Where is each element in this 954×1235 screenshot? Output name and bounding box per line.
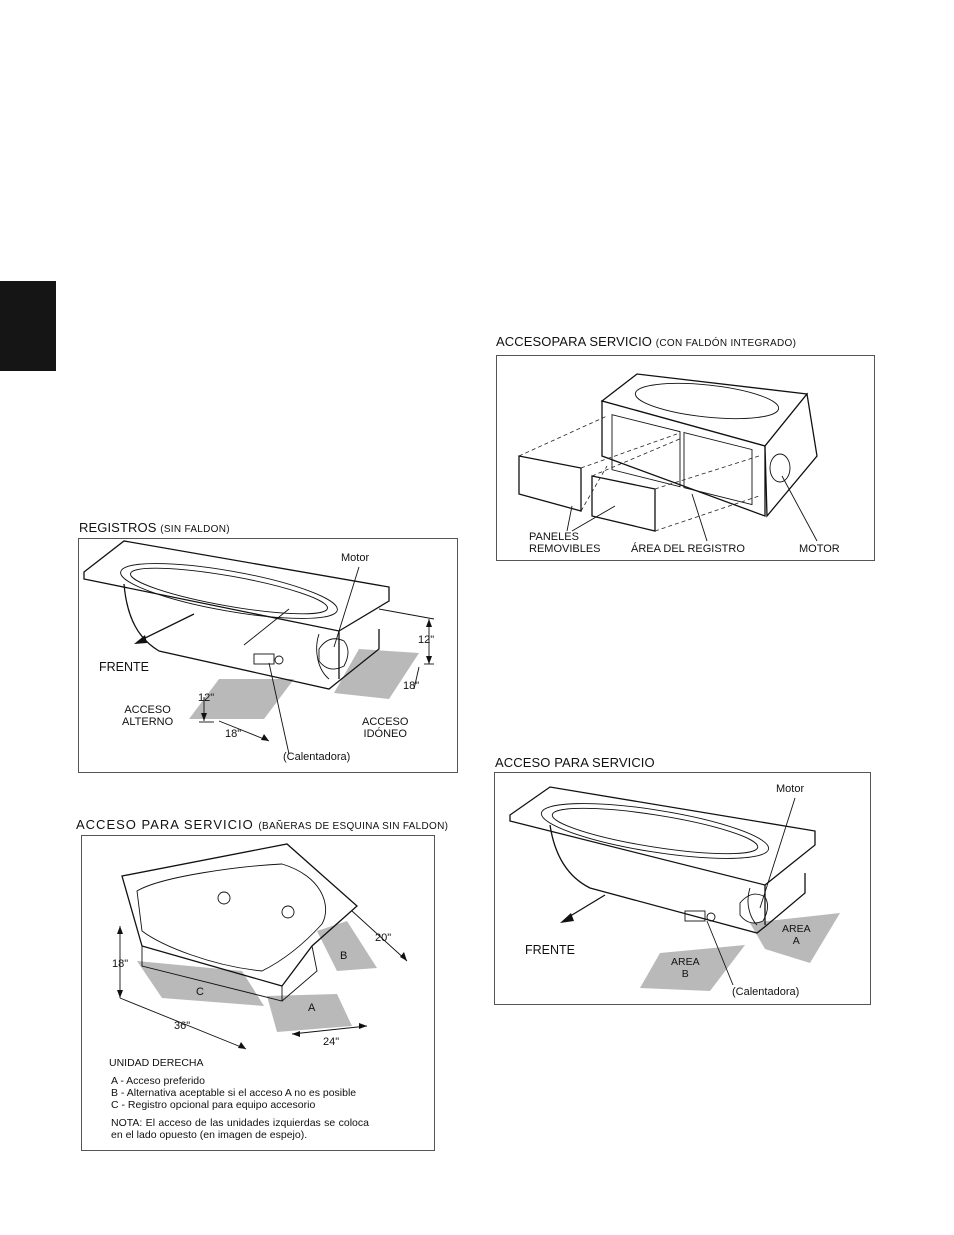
area-b-label: AREA B — [671, 956, 700, 980]
registros-title: REGISTROS (SIN FALDON) — [79, 520, 230, 535]
esquina-diagram: 18" 20" 36" 24" A B C UNIDAD DERECHA A -… — [81, 835, 435, 1151]
registros-bathtub-illustration — [83, 540, 435, 755]
acceso-alterno-label: ACCESO ALTERNO — [122, 704, 174, 728]
area-c-label: C — [196, 986, 204, 998]
section-tab-marker — [0, 281, 56, 371]
motor-label: Motor — [341, 552, 370, 564]
integrado-title: ACCESOPARA SERVICIO (CON FALDÓN INTEGRAD… — [496, 334, 797, 349]
area-a-zone — [750, 913, 840, 963]
dimension-12-right: 12" — [418, 634, 435, 646]
servicio-title: ACCESO PARA SERVICIO — [495, 755, 655, 770]
integrado-diagram: PANELES REMOVIBLES ÁREA DEL REGISTRO MOT… — [496, 355, 875, 561]
area-a — [267, 994, 352, 1032]
acceso-idoneo-area — [334, 649, 419, 699]
corner-bathtub-illustration — [117, 843, 408, 1050]
area-registro-label: ÁREA DEL REGISTRO — [631, 543, 745, 555]
integrado-bathtub-illustration — [518, 373, 818, 542]
dimension-18-right: 18" — [403, 680, 420, 692]
acceso-idoneo-label: ACCESO IDÓNEO — [362, 716, 409, 740]
dimension-18-bottom: 18" — [225, 728, 242, 740]
dimension-36: 36" — [174, 1020, 191, 1032]
motor-label: MOTOR — [799, 543, 840, 555]
calentadora-label: (Calentadora) — [283, 751, 351, 763]
dimension-20: 20" — [375, 932, 392, 944]
acceso-alterno-area — [189, 679, 294, 719]
area-c — [137, 961, 264, 1006]
legend-item-c: C - Registro opcional para equipo acceso… — [111, 1099, 316, 1111]
area-b-label: B — [340, 950, 348, 962]
nota-text: NOTA: El acceso de las unidades izquierd… — [111, 1117, 369, 1141]
motor-label: Motor — [776, 783, 805, 795]
dimension-12-left: 12" — [198, 692, 215, 704]
dimension-18: 18" — [112, 958, 129, 970]
servicio-bathtub-illustration — [509, 786, 840, 991]
registros-diagram: Motor FRENTE ACCESO ALTERNO ACCESO IDÓNE… — [78, 538, 458, 773]
servicio-diagram: Motor FRENTE AREA A AREA B (Calentadora) — [494, 772, 871, 1005]
dimension-24: 24" — [323, 1036, 340, 1048]
esquina-title: ACCESO PARA SERVICIO (BAÑERAS DE ESQUINA… — [76, 817, 449, 832]
area-a-label: AREA A — [782, 923, 811, 947]
unit-title: UNIDAD DERECHA — [109, 1057, 204, 1069]
paneles-removibles-label: PANELES REMOVIBLES — [529, 531, 601, 555]
legend-item-b: B - Alternativa aceptable si el acceso A… — [111, 1087, 357, 1099]
frente-label: FRENTE — [525, 943, 575, 957]
area-a-label: A — [308, 1002, 316, 1014]
frente-label: FRENTE — [99, 660, 149, 674]
area-b-zone — [640, 945, 745, 991]
legend-item-a: A - Acceso preferido — [111, 1075, 205, 1087]
calentadora-label: (Calentadora) — [732, 986, 800, 998]
area-b — [317, 921, 377, 971]
